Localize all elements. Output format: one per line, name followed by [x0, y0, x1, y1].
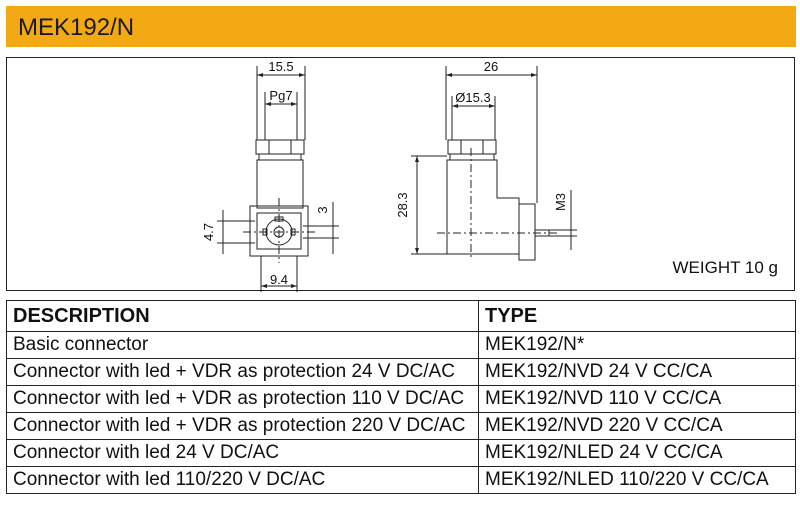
connector-body: [256, 159, 304, 209]
row-type: MEK192/NVD 24 V CC/CA: [478, 358, 796, 386]
table-row: Connector with led 110/220 V DC/AC MEK19…: [6, 466, 796, 494]
dim-15-5-label: 15.5: [268, 59, 293, 74]
dim-3-label: 3: [315, 206, 330, 213]
side-body: [446, 159, 520, 255]
table-header-row: DESCRIPTION TYPE: [6, 300, 796, 332]
row-type: MEK192/NVD 220 V CC/CA: [478, 412, 796, 440]
page-title: MEK192/N: [18, 14, 135, 41]
side-plate: [518, 203, 536, 261]
dim-26-label: 26: [484, 59, 498, 74]
table-row: Connector with led 24 V DC/AC MEK192/NLE…: [6, 439, 796, 467]
row-type: MEK192/NVD 110 V CC/CA: [478, 385, 796, 413]
dim-4-7-label: 4.7: [201, 223, 216, 241]
row-type: MEK192/NLED 24 V CC/CA: [478, 439, 796, 467]
header-type: TYPE: [478, 300, 796, 332]
drawing-svg: 15.5 Pg7 4.7 3 9.4 26 Ø15.3 28.3 M3: [201, 59, 577, 292]
cable-gland-nut: [255, 139, 305, 155]
row-type: MEK192/NLED 110/220 V CC/CA: [478, 466, 796, 494]
table-row: Connector with led + VDR as protection 1…: [6, 385, 796, 413]
row-description: Connector with led + VDR as protection 2…: [6, 412, 479, 440]
row-description: Basic connector: [6, 331, 479, 359]
dim-28-3-label: 28.3: [395, 192, 410, 217]
row-description: Connector with led 24 V DC/AC: [6, 439, 479, 467]
header-description: DESCRIPTION: [6, 300, 479, 332]
dim-dia-label: Ø15.3: [455, 90, 490, 105]
weight-label: WEIGHT 10 g: [672, 258, 779, 277]
table-row: Connector with led + VDR as protection 2…: [6, 358, 796, 386]
row-type: MEK192/N*: [478, 331, 796, 359]
dim-m3-label: M3: [553, 193, 568, 211]
row-description: Connector with led + VDR as protection 2…: [6, 358, 479, 386]
spec-table: DESCRIPTION TYPE Basic connector MEK192/…: [6, 300, 796, 494]
row-description: Connector with led 110/220 V DC/AC: [6, 466, 479, 494]
title-bar: MEK192/N: [6, 6, 796, 47]
side-nut: [447, 139, 497, 155]
table-row: Connector with led + VDR as protection 2…: [6, 412, 796, 440]
table-row: Basic connector MEK192/N*: [6, 331, 796, 359]
dim-9-4-label: 9.4: [270, 272, 288, 287]
dim-pg7-label: Pg7: [269, 88, 292, 103]
row-description: Connector with led + VDR as protection 1…: [6, 385, 479, 413]
technical-drawing: 15.5 Pg7 4.7 3 9.4 26 Ø15.3 28.3 M3 WEIG…: [6, 57, 795, 292]
